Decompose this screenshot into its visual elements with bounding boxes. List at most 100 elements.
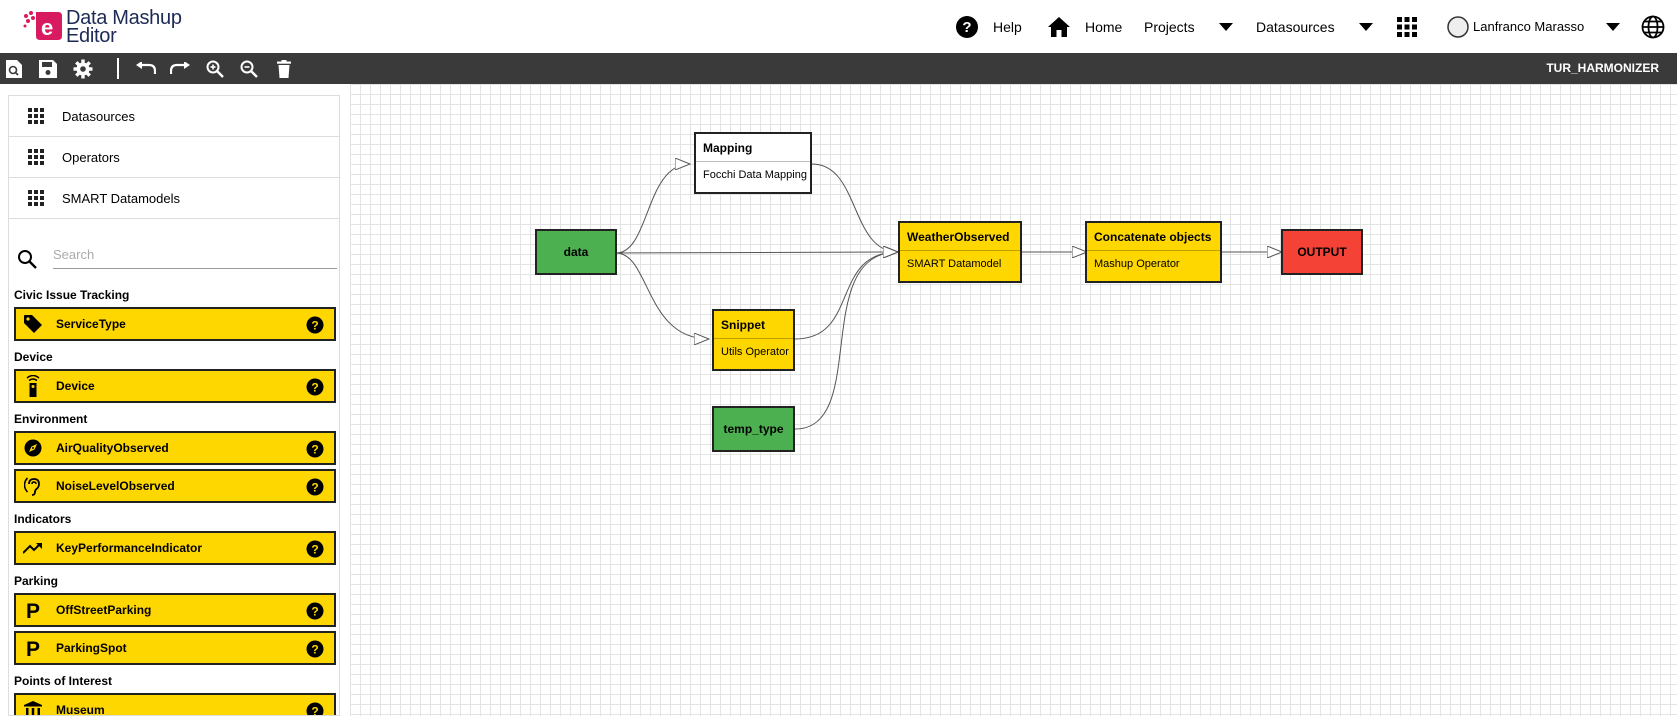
accordion-label: Operators: [62, 149, 120, 165]
category-label: Indicators: [14, 512, 72, 526]
zoom-out-button[interactable]: [237, 57, 261, 81]
node-subtitle: Focchi Data Mapping: [703, 169, 807, 181]
top-navigation-bar: e Data Mashup Editor ? Help Home Project…: [0, 0, 1677, 53]
edge-snippet-weather[interactable]: [794, 252, 898, 340]
datamodel-label: ServiceType: [56, 317, 126, 331]
svg-text:?: ?: [311, 605, 318, 619]
datamodel-label: Device: [56, 379, 95, 393]
remote-icon: [22, 375, 44, 397]
help-icon[interactable]: ?: [306, 640, 324, 661]
svg-text:?: ?: [311, 443, 318, 457]
help-icon[interactable]: ?: [306, 378, 324, 399]
help-icon[interactable]: ?: [306, 702, 324, 716]
node-output[interactable]: OUTPUT: [1281, 229, 1363, 275]
trending-up-icon: [22, 537, 44, 559]
node-concatenate-objects[interactable]: Concatenate objects Mashup Operator: [1085, 221, 1222, 283]
flow-canvas[interactable]: data Mapping Focchi Data Mapping Snippet…: [350, 84, 1677, 716]
accordion-datasources[interactable]: Datasources: [9, 96, 339, 137]
accordion-operators[interactable]: Operators: [9, 137, 339, 178]
user-menu[interactable]: Lanfranco Marasso: [1447, 0, 1621, 53]
node-title: Snippet: [714, 311, 793, 339]
logo-icon: e: [23, 11, 62, 40]
datamodel-item-noiselevelobserved[interactable]: NoiseLevelObserved ?: [14, 469, 336, 503]
node-subtitle: Utils Operator: [721, 346, 789, 358]
accordion-label: SMART Datamodels: [62, 190, 181, 206]
globe-icon: [1641, 15, 1665, 39]
help-icon[interactable]: ?: [306, 540, 324, 561]
zoom-out-icon: [240, 60, 258, 78]
category-label: Parking: [14, 574, 59, 588]
svg-text:e: e: [41, 15, 53, 40]
category-label: Environment: [14, 412, 88, 426]
help-icon[interactable]: ?: [306, 478, 324, 499]
save-button[interactable]: [36, 57, 60, 81]
delete-icon: [277, 60, 291, 78]
language-menu[interactable]: [1641, 0, 1665, 53]
help-link[interactable]: ? Help: [955, 0, 1022, 53]
node-subtitle: SMART Datamodel: [907, 258, 1002, 270]
help-icon: ?: [955, 15, 979, 39]
accordion-smart-datamodels[interactable]: SMART Datamodels: [9, 178, 339, 219]
datamodel-label: KeyPerformanceIndicator: [56, 541, 203, 555]
datamodel-item-keyperformanceindicator[interactable]: KeyPerformanceIndicator ?: [14, 531, 336, 565]
user-name: Lanfranco Marasso: [1473, 19, 1585, 34]
category-label: Civic Issue Tracking: [14, 288, 130, 302]
datamodel-label: NoiseLevelObserved: [56, 479, 175, 493]
node-weather-observed[interactable]: WeatherObserved SMART Datamodel: [898, 221, 1022, 283]
delete-button[interactable]: [272, 57, 296, 81]
settings-button[interactable]: [71, 57, 95, 81]
node-data-source[interactable]: data: [535, 229, 617, 275]
undo-button[interactable]: [134, 57, 158, 81]
zoom-in-button[interactable]: [203, 57, 227, 81]
apps-menu[interactable]: [1397, 0, 1417, 53]
brand-line-2: Editor: [66, 25, 117, 47]
redo-icon: [170, 62, 190, 74]
help-label: Help: [993, 18, 1022, 35]
edge-mapping-weather[interactable]: [811, 163, 898, 252]
datamodel-item-servicetype[interactable]: ServiceType ?: [14, 307, 336, 341]
datamodel-item-device[interactable]: Device ?: [14, 369, 336, 403]
datamodel-label: AirQualityObserved: [56, 441, 169, 455]
projects-menu[interactable]: Projects: [1144, 0, 1233, 53]
datasources-menu[interactable]: Datasources: [1256, 0, 1373, 53]
datamodel-item-offstreetparking[interactable]: P OffStreetParking ?: [14, 593, 336, 627]
edge-data-snippet[interactable]: [615, 252, 709, 339]
node-temp-type-source[interactable]: temp_type: [712, 406, 795, 452]
help-icon[interactable]: ?: [306, 440, 324, 461]
toolbar-separator: [117, 58, 119, 79]
flow-edges: [615, 84, 1677, 430]
node-subtitle: Mashup Operator: [1094, 258, 1180, 270]
datamodel-item-parkingspot[interactable]: P ParkingSpot ?: [14, 631, 336, 665]
svg-text:?: ?: [311, 705, 318, 716]
accordion-label: Datasources: [62, 108, 135, 124]
edge-data-weather[interactable]: [615, 252, 898, 253]
help-icon[interactable]: ?: [306, 602, 324, 623]
edge-temptype-weather[interactable]: [794, 252, 898, 430]
node-title: WeatherObserved: [900, 223, 1020, 251]
search-input[interactable]: [53, 241, 337, 269]
tag-icon: [22, 313, 44, 335]
grid-icon: [28, 190, 44, 206]
zoom-in-icon: [206, 60, 224, 78]
home-icon: [1047, 16, 1071, 38]
edge-data-mapping[interactable]: [615, 164, 690, 254]
svg-text:?: ?: [311, 643, 318, 657]
settings-icon: [73, 59, 93, 79]
editor-toolbar: TUR_HARMONIZER: [0, 53, 1677, 84]
preview-button[interactable]: [2, 57, 26, 81]
datamodel-label: ParkingSpot: [56, 641, 127, 655]
home-link[interactable]: Home: [1047, 0, 1122, 53]
parking-icon: P: [22, 599, 44, 621]
avatar: [1447, 15, 1469, 38]
app-brand-name[interactable]: Data Mashup Editor: [66, 7, 182, 47]
node-snippet[interactable]: Snippet Utils Operator: [712, 309, 795, 371]
help-icon[interactable]: ?: [306, 316, 324, 337]
svg-text:?: ?: [311, 381, 318, 395]
brand-line-1: Data Mashup: [66, 7, 182, 29]
app-logo[interactable]: e: [22, 8, 64, 44]
museum-icon: [22, 699, 44, 715]
datamodel-item-airqualityobserved[interactable]: AirQualityObserved ?: [14, 431, 336, 465]
node-mapping[interactable]: Mapping Focchi Data Mapping: [694, 132, 812, 194]
redo-button[interactable]: [168, 57, 192, 81]
datamodel-item-museum[interactable]: Museum ?: [14, 693, 336, 716]
